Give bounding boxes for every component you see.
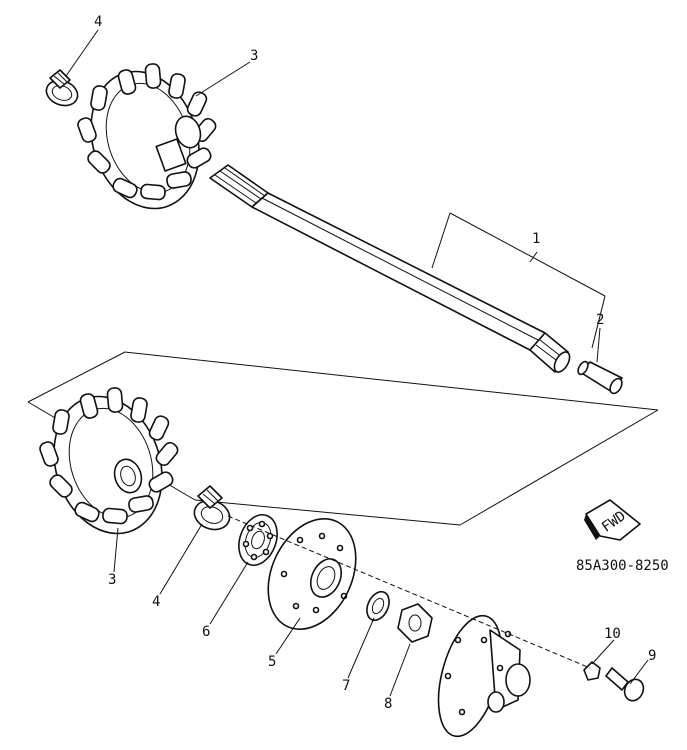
fwd-direction-badge: FWD [584, 499, 641, 541]
callout-8: 8 [384, 696, 392, 712]
drawing-code: 85A300-8250 [576, 558, 669, 574]
callout-3-lower: 3 [108, 572, 116, 588]
leader-lines [65, 29, 649, 697]
callout-7: 7 [342, 678, 350, 694]
clamp-lower [193, 485, 231, 531]
callout-1: 1 [532, 231, 540, 247]
callout-6: 6 [202, 624, 210, 640]
sprocket-lower [39, 387, 179, 535]
washer-part-10 [583, 661, 601, 681]
nut-part-8 [397, 603, 433, 643]
clamp-upper [45, 69, 79, 107]
bearing-part-6 [238, 514, 278, 566]
hub-assembly [437, 614, 531, 738]
assembly-dashed-outline [27, 351, 659, 526]
washer-part-7 [366, 590, 390, 622]
callout-9: 9 [648, 648, 656, 664]
sprocket-upper [77, 63, 217, 210]
drive-shaft [209, 164, 571, 373]
callout-2: 2 [596, 312, 604, 328]
callout-3-upper: 3 [250, 48, 258, 64]
assembly-axis-line [227, 515, 591, 669]
pin-part-2 [577, 327, 623, 395]
callout-4-lower: 4 [152, 594, 160, 610]
bracket-part-1 [431, 212, 606, 349]
flange-plate-part-5 [267, 517, 357, 631]
callout-4-upper: 4 [94, 14, 102, 30]
bolt-part-9 [605, 667, 645, 702]
callout-10: 10 [604, 626, 621, 642]
callout-5: 5 [268, 654, 276, 670]
